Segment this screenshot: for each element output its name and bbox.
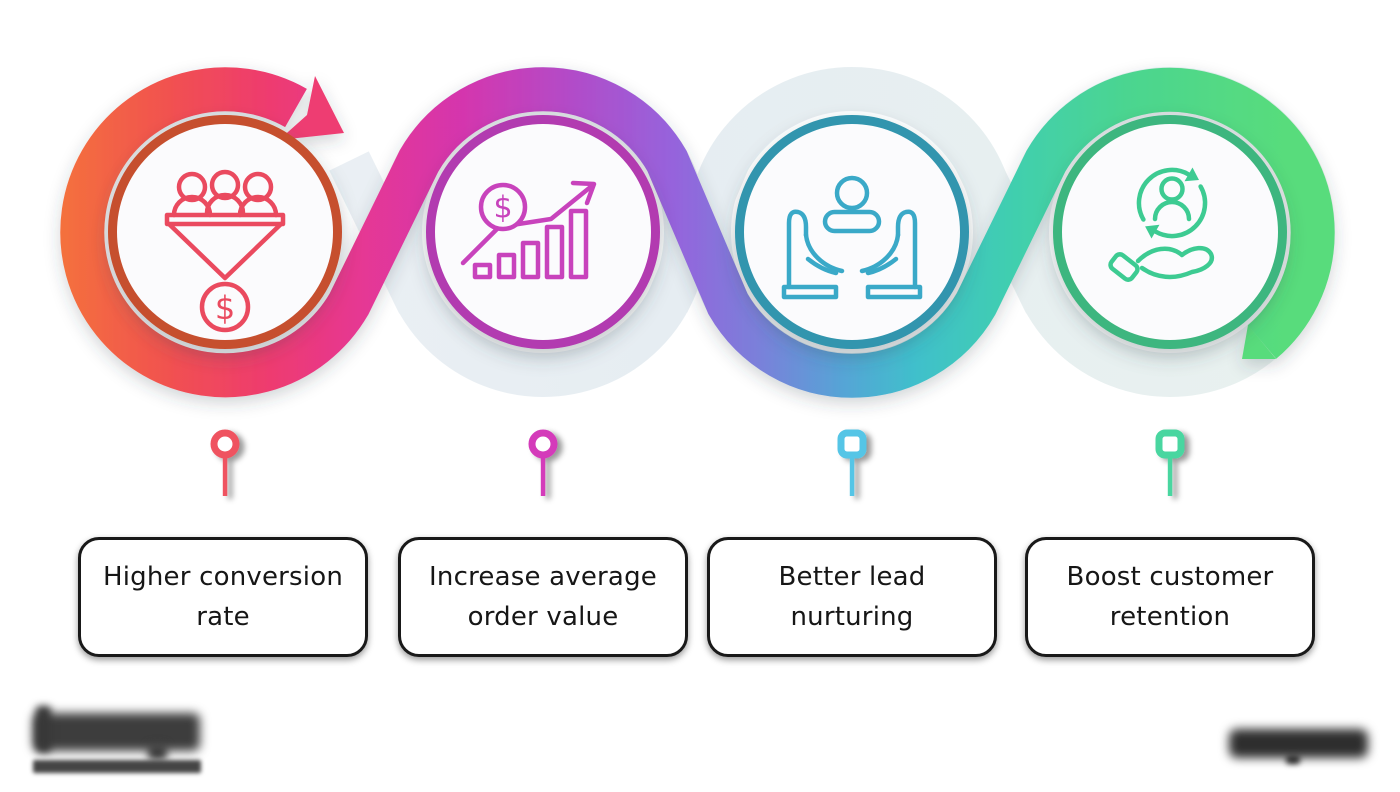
ribbon-path xyxy=(60,67,1335,398)
caring-hands-icon xyxy=(781,175,923,300)
logo-wordmark-descender-blurred xyxy=(148,744,167,760)
customer-retention-icon xyxy=(1108,167,1215,282)
logo-wordmark-capital-blurred xyxy=(36,706,51,752)
svg-text:$: $ xyxy=(493,191,512,226)
step-2-label: Increase average order value xyxy=(429,562,657,632)
step-1-circle xyxy=(108,115,342,349)
step-4-label: Boost customer retention xyxy=(1066,562,1274,632)
step-3-label-card: Better lead nurturing xyxy=(707,537,997,657)
sales-funnel-icon: $ xyxy=(164,169,286,333)
step-4-circle xyxy=(1053,115,1287,349)
svg-text:$: $ xyxy=(215,289,235,327)
right-hand xyxy=(859,209,923,300)
ribbon-colored-layer xyxy=(60,67,1335,398)
step-2-circle xyxy=(426,115,660,349)
logo-wordmark-blurred xyxy=(33,713,200,751)
ribbon-tail-notch xyxy=(1242,325,1276,359)
step-pins xyxy=(210,429,1185,496)
step-3-label: Better lead nurturing xyxy=(778,562,926,632)
pin-step-1 xyxy=(210,429,240,496)
pin-step-3 xyxy=(837,429,867,496)
pin-step-4 xyxy=(1155,429,1185,496)
step-1-label-card: Higher conversion rate xyxy=(78,537,368,657)
step-2-label-card: Increase average order value xyxy=(398,537,688,657)
step-1-label: Higher conversion rate xyxy=(103,562,344,632)
growth-chart-icon: $ xyxy=(460,180,597,280)
pin-step-2 xyxy=(528,429,558,496)
step-4-label-card: Boost customer retention xyxy=(1025,537,1315,657)
left-hand xyxy=(781,209,845,300)
watermark-descender-blurred xyxy=(1286,755,1300,764)
ribbon-start-arrow-icon xyxy=(279,76,344,140)
logo-underline-blurred xyxy=(33,760,201,773)
watermark-text-blurred xyxy=(1229,729,1368,758)
